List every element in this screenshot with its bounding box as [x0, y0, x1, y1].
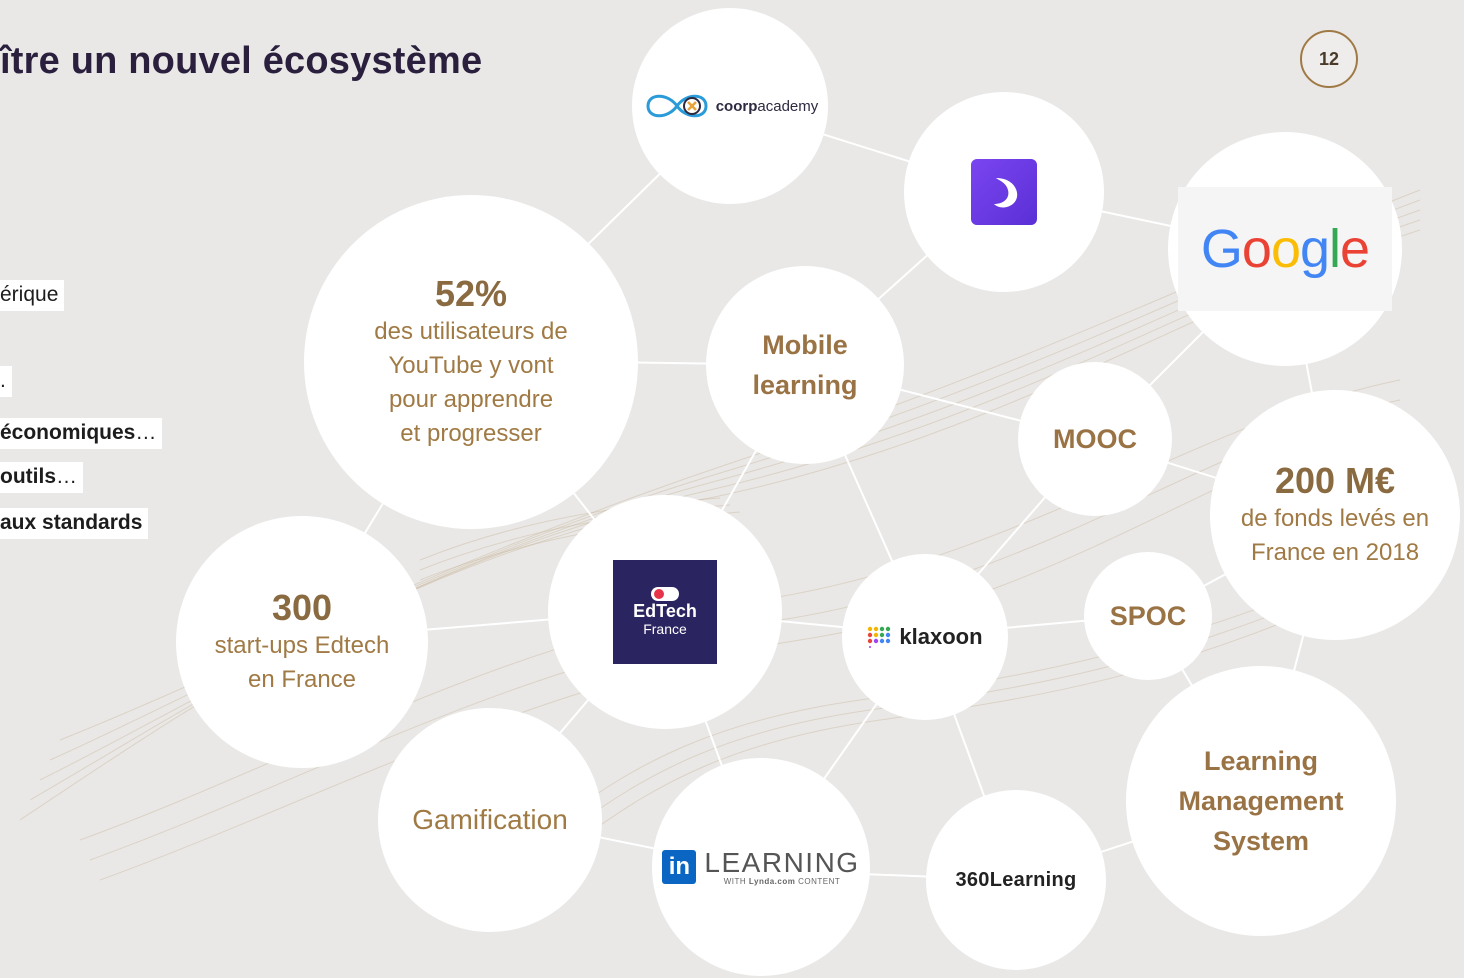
lms-label: Learning [1203, 746, 1318, 776]
startups-stat-node: 300 start-ups Edtech en France [176, 516, 428, 768]
bullet-item: économiques… [0, 418, 163, 449]
lms-label: System [1212, 826, 1310, 856]
infinity-icon [646, 94, 708, 118]
mobile-learning-label: learning [752, 370, 858, 400]
bullet-item: érique [0, 280, 65, 311]
linkedin-learning-node: in LEARNING WITH Lynda.com CONTENT [652, 758, 870, 976]
youtube-stat-line: des utilisateurs de [374, 318, 568, 345]
mooc-label: MOOC [1053, 424, 1137, 454]
startups-stat-line: start-ups Edtech [214, 632, 390, 659]
slide-title: ître un nouvel écosystème [0, 40, 483, 82]
coorpacademy-node: coorpacademy [632, 8, 828, 204]
youtube-stat-line: YouTube y vont [388, 352, 554, 379]
lms-label: Management [1178, 786, 1344, 816]
edtech-france-logo: EdTech France [613, 560, 717, 664]
google-logo: Google [1178, 187, 1392, 311]
bullet-text: … [135, 421, 157, 444]
youtube-stat-value: 52% [434, 273, 508, 314]
linkedin-icon: in [662, 850, 697, 884]
mobile-learning-node: Mobile learning [706, 266, 904, 464]
google-node: Google [1168, 132, 1402, 366]
spoc-node: SPOC [1084, 552, 1212, 680]
youtube-stat-line: et progresser [400, 420, 542, 447]
linkedin-learning-logo: in LEARNING WITH Lynda.com CONTENT [662, 846, 860, 886]
bullet-text: … [56, 465, 77, 488]
startups-stat-line: en France [247, 666, 357, 693]
bullet-item: outils… [0, 462, 83, 493]
mobile-learning-label: Mobile [762, 330, 848, 360]
lms-node: Learning Management System [1126, 666, 1396, 936]
crescent-icon [994, 178, 1018, 208]
linkedin-learning-wordmark: LEARNING [704, 846, 860, 878]
lynda-tagline: WITH Lynda.com CONTENT [723, 876, 841, 886]
d-app-node [904, 92, 1104, 292]
bullet-item: . [0, 366, 12, 397]
edtech-france-node: EdTech France [548, 495, 782, 729]
youtube-stat-line: pour apprendre [388, 386, 554, 413]
klaxoon-logo: klaxoon [867, 624, 983, 650]
coorpacademy-wordmark: coorpacademy [715, 97, 819, 115]
bullet-text: . [0, 369, 6, 392]
360learning-wordmark: 360Learning [955, 868, 1077, 891]
bullet-bold-text: aux standards [0, 511, 143, 534]
edtech-sub: France [643, 621, 687, 637]
bullet-bold-text: outils [0, 465, 56, 488]
google-wordmark: Google [1200, 219, 1370, 279]
gamification-node: Gamification [378, 708, 602, 932]
funding-stat-line: France en 2018 [1250, 539, 1420, 566]
mooc-node: MOOC [1018, 362, 1172, 516]
bullet-bold-text: économiques [0, 421, 136, 444]
funding-stat-node: 200 M€ de fonds levés en France en 2018 [1210, 390, 1460, 640]
spoc-label: SPOC [1109, 601, 1187, 631]
klaxoon-node: klaxoon [842, 554, 1008, 720]
coorpacademy-logo: coorpacademy [642, 89, 819, 123]
bullet-item: aux standards [0, 508, 149, 539]
dot-grid-icon [868, 626, 891, 648]
edtech-name: EdTech [633, 601, 697, 621]
funding-stat-line: de fonds levés en [1240, 505, 1430, 532]
funding-stat-value: 200 M€ [1274, 460, 1396, 501]
gamification-label: Gamification [412, 804, 568, 835]
page-number-badge: 12 [1300, 30, 1358, 88]
startups-stat-value: 300 [271, 587, 333, 628]
360learning-node: 360Learning [926, 790, 1106, 970]
bullet-text: érique [0, 283, 59, 306]
youtube-stat-node: 52% des utilisateurs de YouTube y vont p… [304, 195, 638, 529]
klaxoon-wordmark: klaxoon [899, 624, 983, 649]
toggle-icon [651, 587, 679, 601]
d-app-logo [971, 159, 1037, 225]
